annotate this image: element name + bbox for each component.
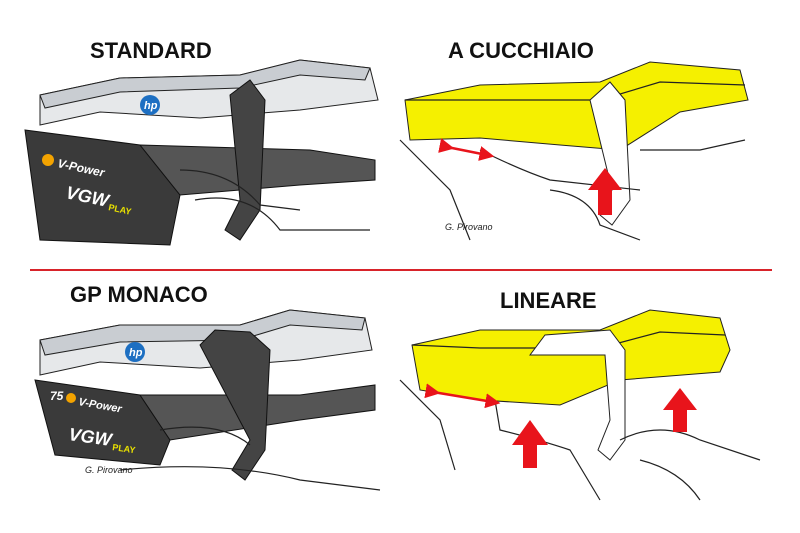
panel-title: STANDARD — [90, 38, 212, 63]
upwash-arrow-left — [512, 420, 548, 468]
gearbox-outline — [119, 426, 381, 491]
upwash-arrow-right — [663, 388, 697, 432]
gap-dimension-arrow — [438, 138, 495, 161]
flap — [39, 59, 371, 109]
mainplane-highlighted — [404, 61, 749, 151]
shell-logo — [66, 393, 76, 403]
artist-credit: G. Pirovano — [445, 222, 493, 232]
hp-logo — [125, 342, 145, 362]
chassis-outline — [399, 139, 746, 241]
upwash-arrow — [588, 168, 622, 215]
panel-title: A CUCCHIAIO — [448, 38, 594, 63]
swan-neck-pylon — [529, 329, 626, 461]
panel-lineare: LINEARE — [399, 288, 761, 501]
panel-gp-monaco: GP MONACO hp 75 V-Power VGW PLAY G. Piro… — [34, 282, 381, 491]
panel-title: GP MONACO — [70, 282, 208, 307]
artist-credit: G. Pirovano — [85, 465, 133, 475]
swan-neck-pylon — [199, 329, 271, 481]
gearbox-outline — [179, 169, 370, 231]
panel-title: LINEARE — [500, 288, 597, 313]
mainplane-highlighted — [411, 309, 731, 406]
anniversary-75-text: 75 — [50, 389, 64, 403]
hp-logo-text: hp — [144, 100, 158, 112]
play-text: PLAY — [112, 442, 136, 455]
shell-logo — [42, 154, 54, 166]
endplate — [24, 129, 181, 246]
play-text: PLAY — [108, 202, 133, 217]
gap-dimension-arrow — [424, 383, 501, 409]
panel-standard: STANDARD hp V-Power VGW PLAY — [24, 38, 379, 246]
hp-logo-text: hp — [129, 347, 143, 359]
hp-logo — [140, 95, 160, 115]
flap — [39, 309, 366, 356]
chassis-outline — [399, 379, 761, 501]
panel-a-cucchiaio: A CUCCHIAIO G. Pirovano — [399, 38, 749, 241]
